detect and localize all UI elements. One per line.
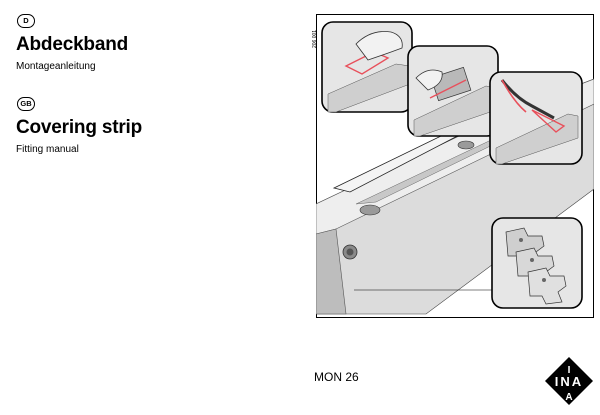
subtitle-gb: Fitting manual [16,144,79,155]
language-badge-de: D [17,14,35,28]
logo-text: INA [555,374,583,389]
hand-icon [355,31,403,61]
title-gb: Covering strip [16,117,142,138]
technical-illustration [316,14,594,318]
logo-letter-i: I [568,365,571,376]
ina-logo-icon: I INA A [545,357,593,405]
inset-step-2 [407,45,499,137]
inset-cross-sections [491,217,583,309]
document-number: MON 26 [314,370,359,384]
title-de: Abdeckband [16,34,129,55]
pliers-icon [500,79,555,120]
subtitle-de: Montageanleitung [16,61,96,72]
strip-highlight [344,51,390,75]
rail-end-face [316,228,347,315]
logo-letter-a: A [565,392,572,403]
inset-step-3 [489,71,583,165]
inset-step-1 [321,21,413,113]
bolt-hole [359,204,381,216]
language-badge-gb: GB [17,97,35,111]
bolt-hole [457,140,475,150]
threaded-hole-core [346,248,354,256]
